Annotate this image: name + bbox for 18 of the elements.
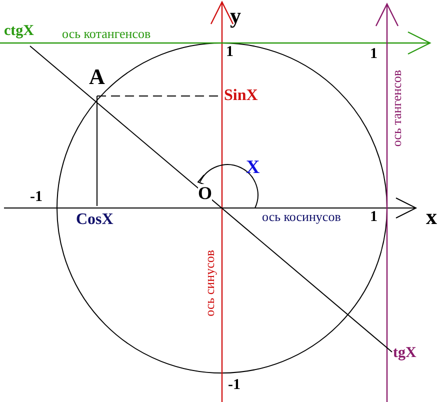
axis-letter: x <box>426 206 437 228</box>
axis-label: ось косинусов <box>262 210 341 223</box>
angle-label: X <box>246 158 260 177</box>
function-label: SinX <box>224 88 258 104</box>
tick-label: 1 <box>370 47 378 62</box>
tick-label: -1 <box>30 190 42 205</box>
point-label: A <box>89 66 105 88</box>
function-label: tgX <box>393 346 416 361</box>
axis-letter: y <box>230 5 241 27</box>
tick-label: 1 <box>226 45 234 60</box>
axis-label: ось синусов <box>203 250 216 316</box>
function-label: CosX <box>76 212 114 228</box>
function-label: ctgX <box>4 24 34 39</box>
tick-label: 1 <box>370 210 378 225</box>
axis-label: ось тангенсов <box>390 70 403 147</box>
origin-label: O <box>198 184 212 202</box>
axis-label: ось котангенсов <box>62 27 151 40</box>
tick-label: -1 <box>228 378 240 393</box>
